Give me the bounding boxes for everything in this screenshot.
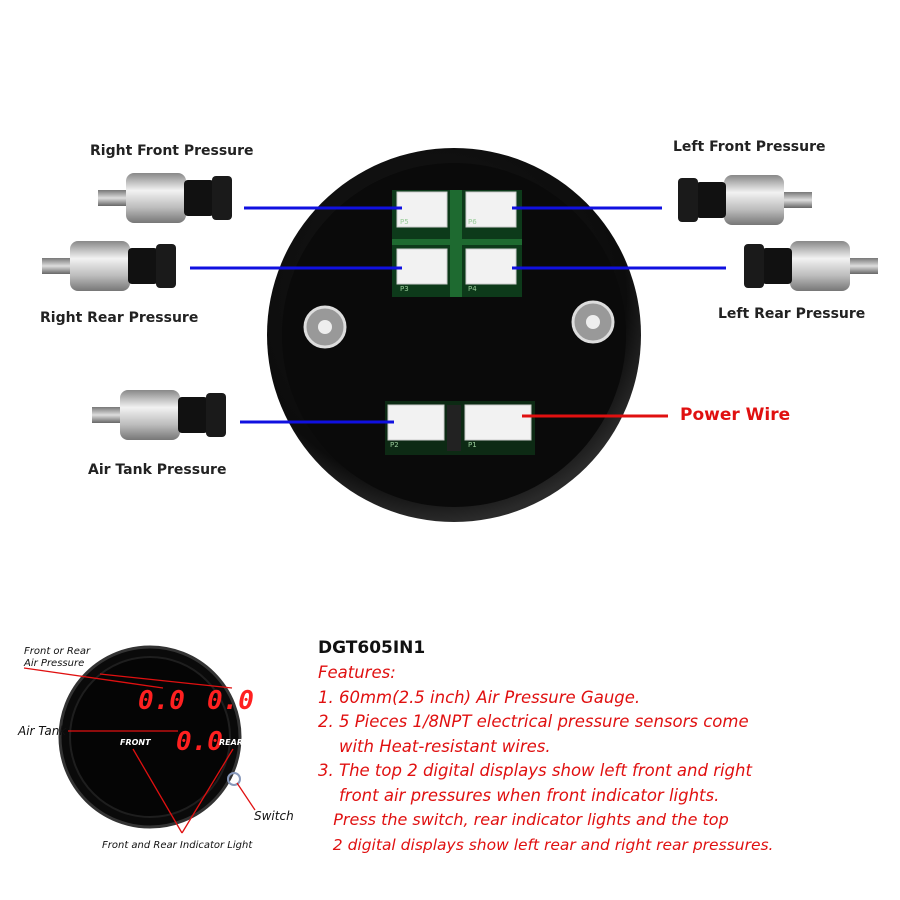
port-p5	[396, 191, 448, 228]
port-p3	[396, 248, 448, 285]
rear-indicator-label: REAR	[219, 738, 243, 747]
sensor-air-tank	[92, 390, 226, 440]
label-left-front-pressure: Left Front Pressure	[673, 139, 826, 155]
feature-line: 1. 60mm(2.5 inch) Air Pressure Gauge.	[318, 687, 641, 707]
mounting-stud-right	[571, 300, 615, 344]
feature-line: 2. 5 Pieces 1/8NPT electrical pressure s…	[318, 712, 749, 731]
port-label-p1: P1	[468, 441, 477, 449]
feature-line: Press the switch, rear indicator lights …	[318, 810, 729, 829]
model-number: DGT605IN1	[318, 638, 426, 658]
mounting-stud-left	[303, 305, 347, 349]
label-left-rear-pressure: Left Rear Pressure	[718, 306, 866, 322]
port-label-p2: P2	[390, 441, 399, 449]
label-air-tank-pressure: Air Tank Pressure	[88, 462, 227, 478]
label-power-wire: Power Wire	[680, 405, 791, 425]
callout-switch: Switch	[254, 809, 294, 823]
feature-line: 3. The top 2 digital displays show left …	[318, 761, 752, 780]
connector-block-top	[392, 190, 522, 297]
sensor-left-rear	[744, 241, 878, 291]
feature-line: front air pressures when front indicator…	[318, 785, 720, 805]
port-label-p5: P5	[400, 218, 409, 226]
gauge-face	[23, 645, 256, 834]
callout-front-rear-line1: Front or Rear	[24, 646, 91, 657]
features-title: Features:	[318, 663, 396, 682]
port-p1	[464, 404, 532, 441]
sensor-right-front	[98, 173, 232, 223]
display-right-pressure: 0.0	[207, 686, 254, 716]
callout-air-tank: Air Tank	[18, 724, 67, 738]
port-label-p4: P4	[468, 285, 477, 293]
port-p6	[465, 191, 517, 228]
label-right-front-pressure: Right Front Pressure	[90, 143, 254, 159]
sensor-right-rear	[42, 241, 176, 291]
display-tank-pressure: 0.0	[176, 727, 223, 757]
feature-line: 2 digital displays show left rear and ri…	[318, 835, 774, 854]
label-right-rear-pressure: Right Rear Pressure	[40, 310, 199, 326]
display-left-pressure: 0.0	[138, 686, 185, 716]
callout-indicator-light: Front and Rear Indicator Light	[102, 840, 253, 851]
sensor-left-front	[678, 175, 812, 225]
port-label-p6: P6	[468, 218, 477, 226]
front-indicator-label: FRONT	[120, 738, 151, 747]
port-label-p3: P3	[400, 285, 409, 293]
callout-front-rear-line2: Air Pressure	[24, 658, 85, 669]
port-p4	[465, 248, 517, 285]
port-p2	[387, 404, 445, 441]
switch-button[interactable]	[227, 772, 241, 786]
feature-line: with Heat-resistant wires.	[318, 736, 551, 756]
connector-block-bottom	[385, 401, 535, 455]
features-list: Features: 1. 60mm(2.5 inch) Air Pressure…	[318, 661, 773, 857]
